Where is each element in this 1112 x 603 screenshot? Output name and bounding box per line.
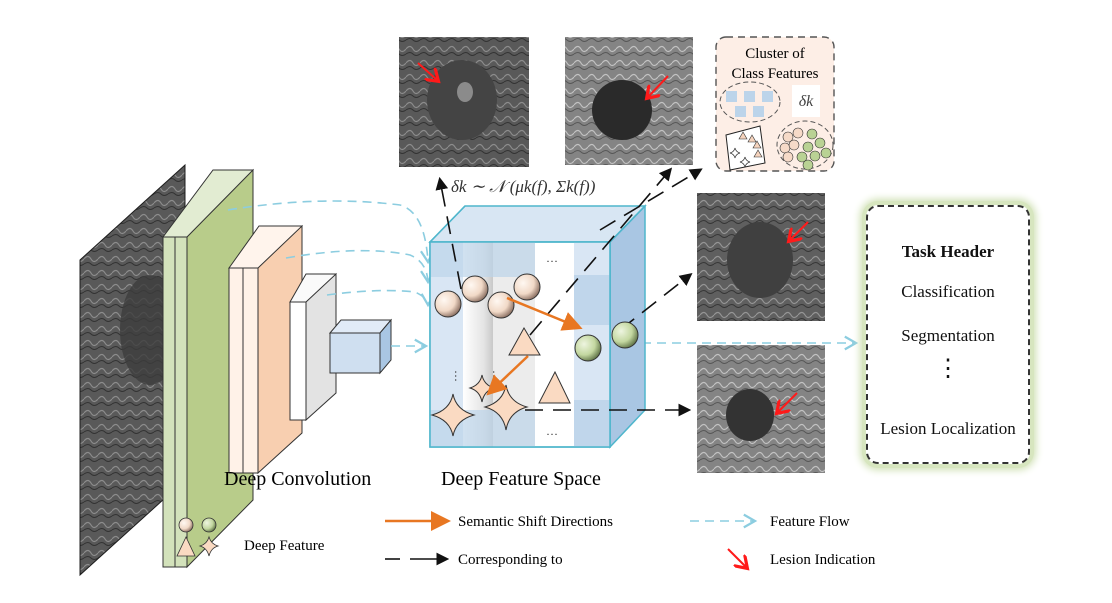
mri-image-4: [697, 345, 825, 473]
conv-layer-gray: [289, 272, 337, 422]
sphere-beige-icon: [513, 273, 541, 301]
svg-text:···: ···: [546, 427, 558, 441]
svg-text:Feature Flow: Feature Flow: [770, 514, 850, 530]
star-icon: [430, 393, 476, 437]
triangle-icon: [508, 326, 541, 356]
conv-layer-cube: [328, 318, 393, 375]
star-icon: [483, 384, 529, 431]
sphere-green-icon: [611, 321, 639, 349]
svg-text:Semantic Shift Directions: Semantic Shift Directions: [458, 514, 613, 530]
cluster-of-class-features: Cluster of Class Features δk: [715, 36, 835, 172]
task-header-box: Task Header Classification Segmentation …: [866, 205, 1030, 464]
feature-flow-arrows: [227, 200, 859, 354]
sphere-beige-icon: [487, 291, 515, 319]
mri-image-3: [697, 193, 825, 321]
svg-text:Class Features: Class Features: [731, 66, 818, 82]
svg-text:Cluster of: Cluster of: [745, 46, 805, 62]
svg-text:Corresponding to: Corresponding to: [458, 552, 563, 568]
svg-text:···: ···: [487, 370, 501, 382]
sphere-beige-icon: [178, 517, 194, 533]
mri-image-2: [565, 37, 693, 165]
deep-feature-space-label: Deep Feature Space: [441, 468, 601, 490]
task-classification: Classification: [901, 282, 995, 301]
correspondence-arrows: [435, 167, 703, 417]
svg-text:δk: δk: [799, 93, 814, 110]
svg-text:Lesion Indication: Lesion Indication: [770, 552, 876, 568]
deep-features: [430, 273, 639, 437]
triangle-icon: [176, 536, 196, 557]
task-segmentation: Segmentation: [901, 326, 995, 345]
legend: Deep Feature Semantic Shift Directions C…: [176, 511, 876, 568]
sphere-beige-icon: [434, 290, 462, 318]
svg-text:···: ···: [449, 370, 463, 382]
star-icon: [198, 535, 220, 557]
svg-text:Deep Feature: Deep Feature: [244, 538, 325, 554]
task-ellipsis: ⋮: [936, 356, 960, 382]
sphere-green-icon: [201, 517, 217, 533]
mri-image-1: [399, 37, 529, 167]
sphere-green-icon: [574, 334, 602, 362]
svg-text:···: ···: [546, 254, 558, 268]
deep-convolution-label: Deep Convolution: [224, 468, 371, 490]
task-header-title: Task Header: [901, 242, 995, 261]
semantic-shift-arrows: [486, 296, 583, 396]
task-lesion-localization: Lesion Localization: [880, 419, 1016, 438]
triangle-icon: [538, 370, 571, 404]
formula-label: δk ∼ 𝒩 (μk(f), Σk(f)): [451, 177, 596, 196]
sphere-beige-icon: [461, 275, 489, 303]
